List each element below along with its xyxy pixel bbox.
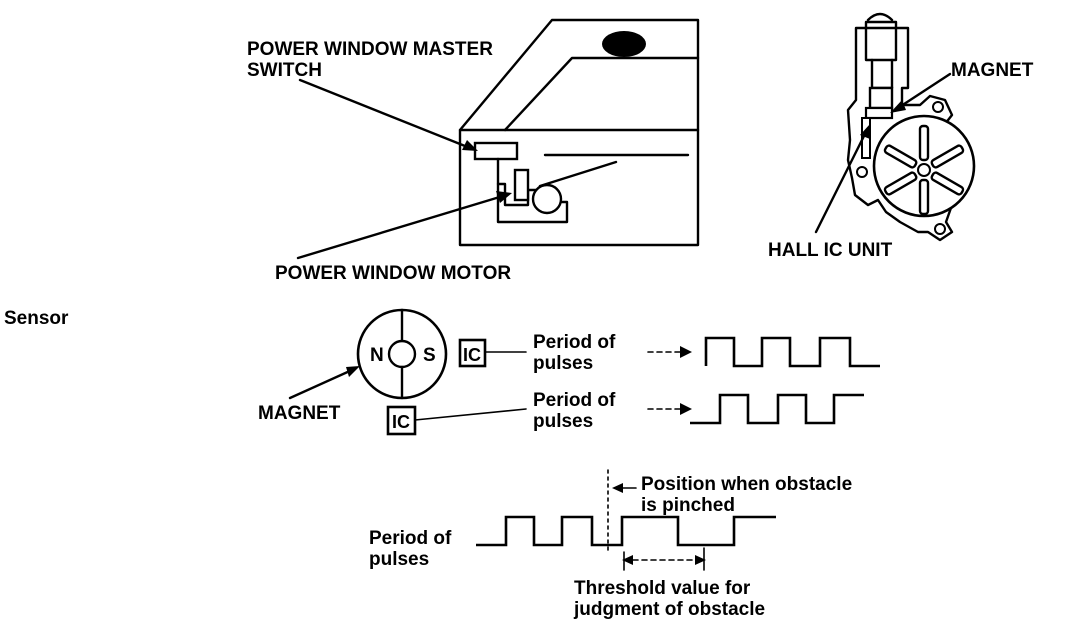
pulse-train-obstacle	[476, 515, 776, 547]
motor-gear-shape	[531, 183, 563, 215]
ic-bottom-connector	[414, 408, 527, 421]
ic-bottom-text: IC	[392, 412, 410, 432]
sensor-heading: Sensor	[4, 308, 69, 329]
threshold-label-line2: judgment of obstacle	[573, 599, 765, 620]
motor-assembly-illustration	[846, 12, 976, 242]
period-a-label-line1: Period of	[533, 332, 616, 353]
master-switch-label-line2: SWITCH	[247, 60, 322, 81]
pulse-train-b	[690, 393, 864, 425]
door-illustration	[458, 18, 700, 247]
magnet-top-leader	[890, 72, 952, 113]
magnet-top-label: MAGNET	[951, 60, 1034, 81]
period-c-label-line1: Period of	[369, 528, 452, 549]
pulse-train-a	[704, 336, 880, 368]
obstacle-label-line2: is pinched	[641, 495, 735, 516]
arrow-period-b	[647, 403, 692, 415]
door-mirror-blob	[602, 31, 646, 57]
magnet-bottom-leader	[288, 366, 360, 400]
hall-ic-leader	[814, 124, 870, 234]
master-switch-leader	[298, 78, 478, 151]
period-a-label-line2: pulses	[533, 353, 593, 374]
ic-top-text: IC	[463, 345, 481, 365]
hall-ic-box-top: IC	[458, 338, 487, 368]
motor-body-shape	[513, 168, 530, 202]
magnet-n-pole: N	[370, 345, 384, 366]
obstacle-label-line1: Position when obstacle	[641, 474, 852, 495]
magnet-bottom-label: MAGNET	[258, 403, 341, 424]
hall-ic-box-bottom: IC	[386, 405, 417, 436]
ring-magnet	[356, 308, 448, 400]
period-c-label-line2: pulses	[369, 549, 429, 570]
motor-label: POWER WINDOW MOTOR	[275, 263, 511, 284]
motor-leader	[296, 191, 512, 260]
threshold-label-line1: Threshold value for	[574, 578, 751, 599]
magnet-s-pole: S	[423, 345, 436, 366]
period-b-label-line2: pulses	[533, 411, 593, 432]
arrow-period-a	[647, 346, 692, 358]
hall-ic-label: HALL IC UNIT	[768, 240, 893, 261]
master-switch-shape	[473, 141, 519, 161]
master-switch-label-line1: POWER WINDOW MASTER	[247, 39, 493, 60]
threshold-span-arrow	[622, 547, 706, 571]
period-b-label-line1: Period of	[533, 390, 616, 411]
obstacle-leader-arrow	[612, 483, 637, 493]
